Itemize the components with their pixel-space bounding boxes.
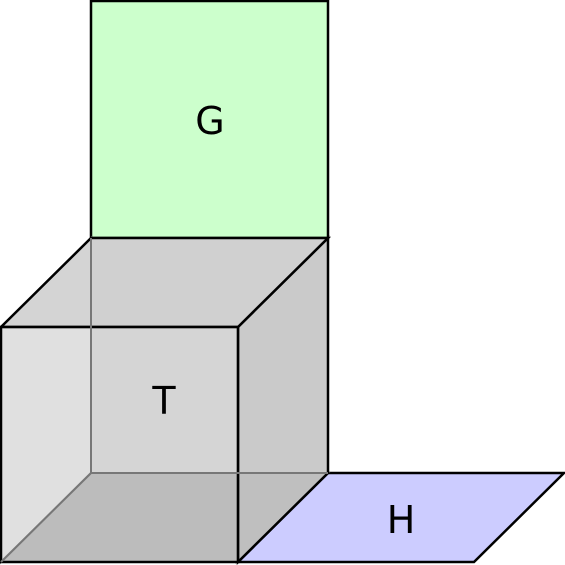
green-square-face bbox=[89, 0, 330, 240]
cube-hidden-edge-diagonal bbox=[0, 472, 92, 563]
label-floor-face: H bbox=[387, 498, 416, 542]
label-top-face: G bbox=[195, 99, 224, 143]
label-cube: T bbox=[151, 379, 176, 423]
